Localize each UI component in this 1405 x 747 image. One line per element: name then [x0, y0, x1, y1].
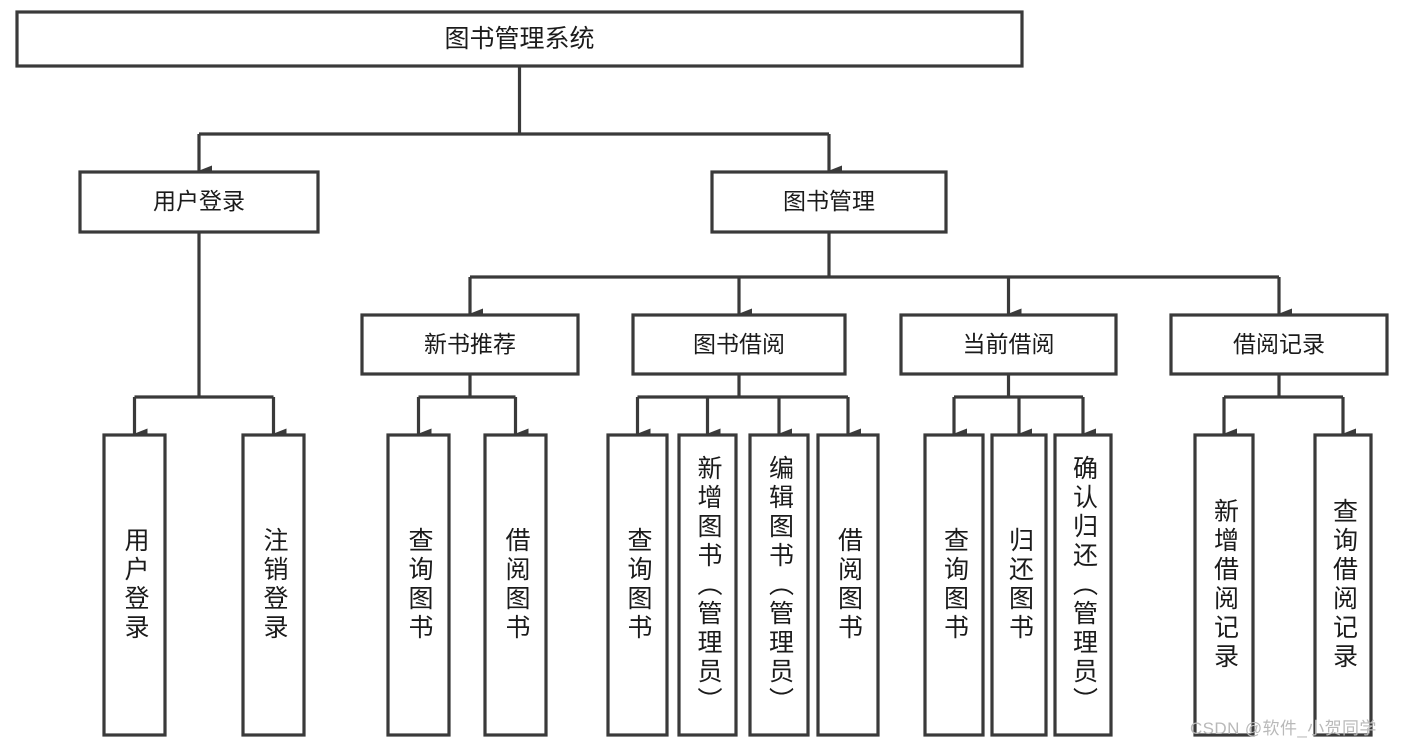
node-box-new-book-recommend[interactable]: [360, 313, 580, 376]
node-box-leaf-query-book-3[interactable]: [923, 433, 985, 737]
node-box-leaf-return-book[interactable]: [990, 433, 1048, 737]
node-box-current-borrow[interactable]: [899, 313, 1118, 376]
node-box-leaf-confirm-return-admin[interactable]: [1053, 433, 1113, 737]
node-box-leaf-add-borrow-record[interactable]: [1193, 433, 1255, 737]
node-box-user-login[interactable]: [78, 170, 320, 234]
watermark-text: CSDN @软件_小贺同学: [1190, 719, 1377, 738]
node-box-root[interactable]: [15, 10, 1024, 68]
node-box-leaf-add-book-admin[interactable]: [677, 433, 738, 737]
node-box-borrow-record[interactable]: [1169, 313, 1389, 376]
node-box-leaf-query-borrow-record[interactable]: [1313, 433, 1373, 737]
node-box-leaf-borrow-book-2[interactable]: [816, 433, 880, 737]
node-box-leaf-query-book-2[interactable]: [606, 433, 669, 737]
node-box-leaf-user-login[interactable]: [102, 433, 167, 737]
node-box-book-management[interactable]: [710, 170, 948, 234]
node-box-leaf-borrow-book-1[interactable]: [483, 433, 548, 737]
node-box-leaf-query-book-1[interactable]: [386, 433, 451, 737]
boxes-layer: [15, 10, 1389, 737]
node-box-book-borrow[interactable]: [631, 313, 847, 376]
node-box-leaf-edit-book-admin[interactable]: [748, 433, 810, 737]
edges-layer: [132, 66, 1356, 440]
node-box-leaf-logout-login[interactable]: [241, 433, 306, 737]
